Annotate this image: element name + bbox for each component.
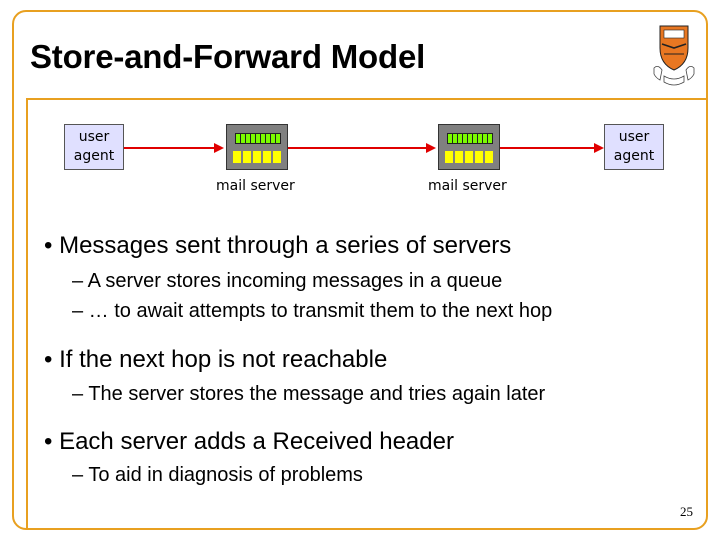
mail-server-1-label: mail server bbox=[216, 178, 295, 194]
page-number: 25 bbox=[680, 504, 693, 519]
bullet-1: • Messages sent through a series of serv… bbox=[44, 232, 512, 259]
slide-title: Store-and-Forward Model bbox=[30, 38, 426, 75]
mail-server-2-label: mail server bbox=[428, 178, 507, 194]
arrow-head bbox=[426, 143, 436, 153]
mail-server-2 bbox=[438, 124, 500, 170]
mail-server-1 bbox=[226, 124, 288, 170]
bullet-3: • Each server adds a Received header bbox=[44, 428, 454, 455]
user-agent-left: user agent bbox=[64, 124, 124, 170]
bullet-2-sub-1: – The server stores the message and trie… bbox=[72, 383, 546, 405]
slide-frame bbox=[12, 10, 708, 530]
link-server1-server2 bbox=[288, 147, 428, 149]
user-agent-right: user agent bbox=[604, 124, 664, 170]
link-agent-server1 bbox=[124, 147, 216, 149]
arrow-head bbox=[214, 143, 224, 153]
agent-label-line2: agent bbox=[73, 148, 115, 164]
server-queue bbox=[445, 151, 495, 163]
title-divider bbox=[26, 98, 708, 100]
arrow-head bbox=[594, 143, 604, 153]
bullet-1-sub-2: – … to await attempts to transmit them t… bbox=[72, 300, 553, 322]
bullet-1-sub-1: – A server stores incoming messages in a… bbox=[72, 270, 503, 292]
server-lights bbox=[235, 133, 281, 144]
left-divider bbox=[26, 98, 28, 530]
server-queue bbox=[233, 151, 283, 163]
agent-label-line2: agent bbox=[613, 148, 655, 164]
agent-label-line1: user bbox=[78, 129, 110, 145]
bullet-2: • If the next hop is not reachable bbox=[44, 346, 388, 373]
server-lights bbox=[447, 133, 493, 144]
agent-label-line1: user bbox=[618, 129, 650, 145]
princeton-shield-icon bbox=[653, 25, 695, 86]
bullet-3-sub-1: – To aid in diagnosis of problems bbox=[72, 464, 363, 486]
link-server2-agent bbox=[500, 147, 596, 149]
